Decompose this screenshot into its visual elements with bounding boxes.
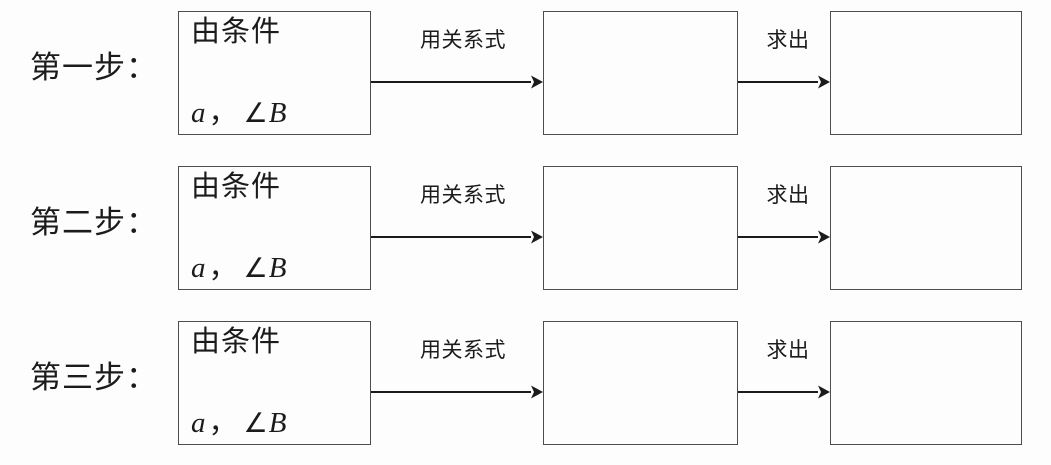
step-row: 第三步： 由条件 a，∠B 用关系式 求出 [0, 310, 1051, 465]
condition-box: 由条件 a，∠B [178, 321, 371, 445]
step-label: 第一步： [30, 49, 158, 86]
condition-box-content: 由条件 a，∠B [179, 322, 370, 444]
arrow-right-icon [371, 230, 543, 244]
relation-arrow: 用关系式 [371, 340, 543, 402]
formula-variable: a [191, 96, 206, 129]
step-label: 第二步： [30, 204, 158, 241]
relation-arrow: 用关系式 [371, 185, 543, 247]
solve-arrow: 求出 [738, 185, 830, 247]
condition-box-line1: 由条件 [191, 14, 282, 48]
condition-box-formula: a，∠B [191, 251, 370, 284]
relation-arrow-label: 用关系式 [420, 28, 506, 52]
formula-angle-name: B [268, 406, 287, 439]
condition-box-line1: 由条件 [191, 324, 282, 358]
relation-result-box [543, 11, 738, 135]
angle-icon: ∠ [243, 407, 268, 439]
condition-box: 由条件 a，∠B [178, 166, 371, 290]
step-label: 第三步： [30, 359, 158, 396]
solve-arrow-label: 求出 [766, 28, 810, 52]
solve-arrow-label: 求出 [766, 338, 810, 362]
relation-arrow: 用关系式 [371, 30, 543, 92]
arrow-right-icon [371, 75, 543, 89]
solve-arrow: 求出 [738, 30, 830, 92]
condition-box-content: 由条件 a，∠B [179, 167, 370, 289]
arrow-right-icon [371, 385, 543, 399]
solve-arrow: 求出 [738, 340, 830, 402]
step-row: 第一步： 由条件 a，∠B 用关系式 求出 [0, 0, 1051, 155]
relation-arrow-label: 用关系式 [420, 183, 506, 207]
arrow-right-icon [738, 230, 830, 244]
arrow-right-icon [738, 75, 830, 89]
formula-comma: ， [208, 96, 238, 129]
condition-box-content: 由条件 a，∠B [179, 12, 370, 134]
final-result-box [830, 166, 1022, 290]
formula-angle-name: B [268, 251, 287, 284]
relation-result-box [543, 166, 738, 290]
condition-box-formula: a，∠B [191, 406, 370, 439]
formula-angle-name: B [268, 96, 287, 129]
condition-box-line1: 由条件 [191, 169, 282, 203]
relation-arrow-label: 用关系式 [420, 338, 506, 362]
final-result-box [830, 11, 1022, 135]
condition-box: 由条件 a，∠B [178, 11, 371, 135]
formula-variable: a [191, 406, 206, 439]
formula-comma: ， [208, 251, 238, 284]
formula-comma: ， [208, 406, 238, 439]
condition-box-formula: a，∠B [191, 96, 370, 129]
solve-arrow-label: 求出 [766, 183, 810, 207]
final-result-box [830, 321, 1022, 445]
angle-icon: ∠ [243, 252, 268, 284]
angle-icon: ∠ [243, 97, 268, 129]
formula-variable: a [191, 251, 206, 284]
relation-result-box [543, 321, 738, 445]
arrow-right-icon [738, 385, 830, 399]
step-row: 第二步： 由条件 a，∠B 用关系式 求出 [0, 155, 1051, 310]
